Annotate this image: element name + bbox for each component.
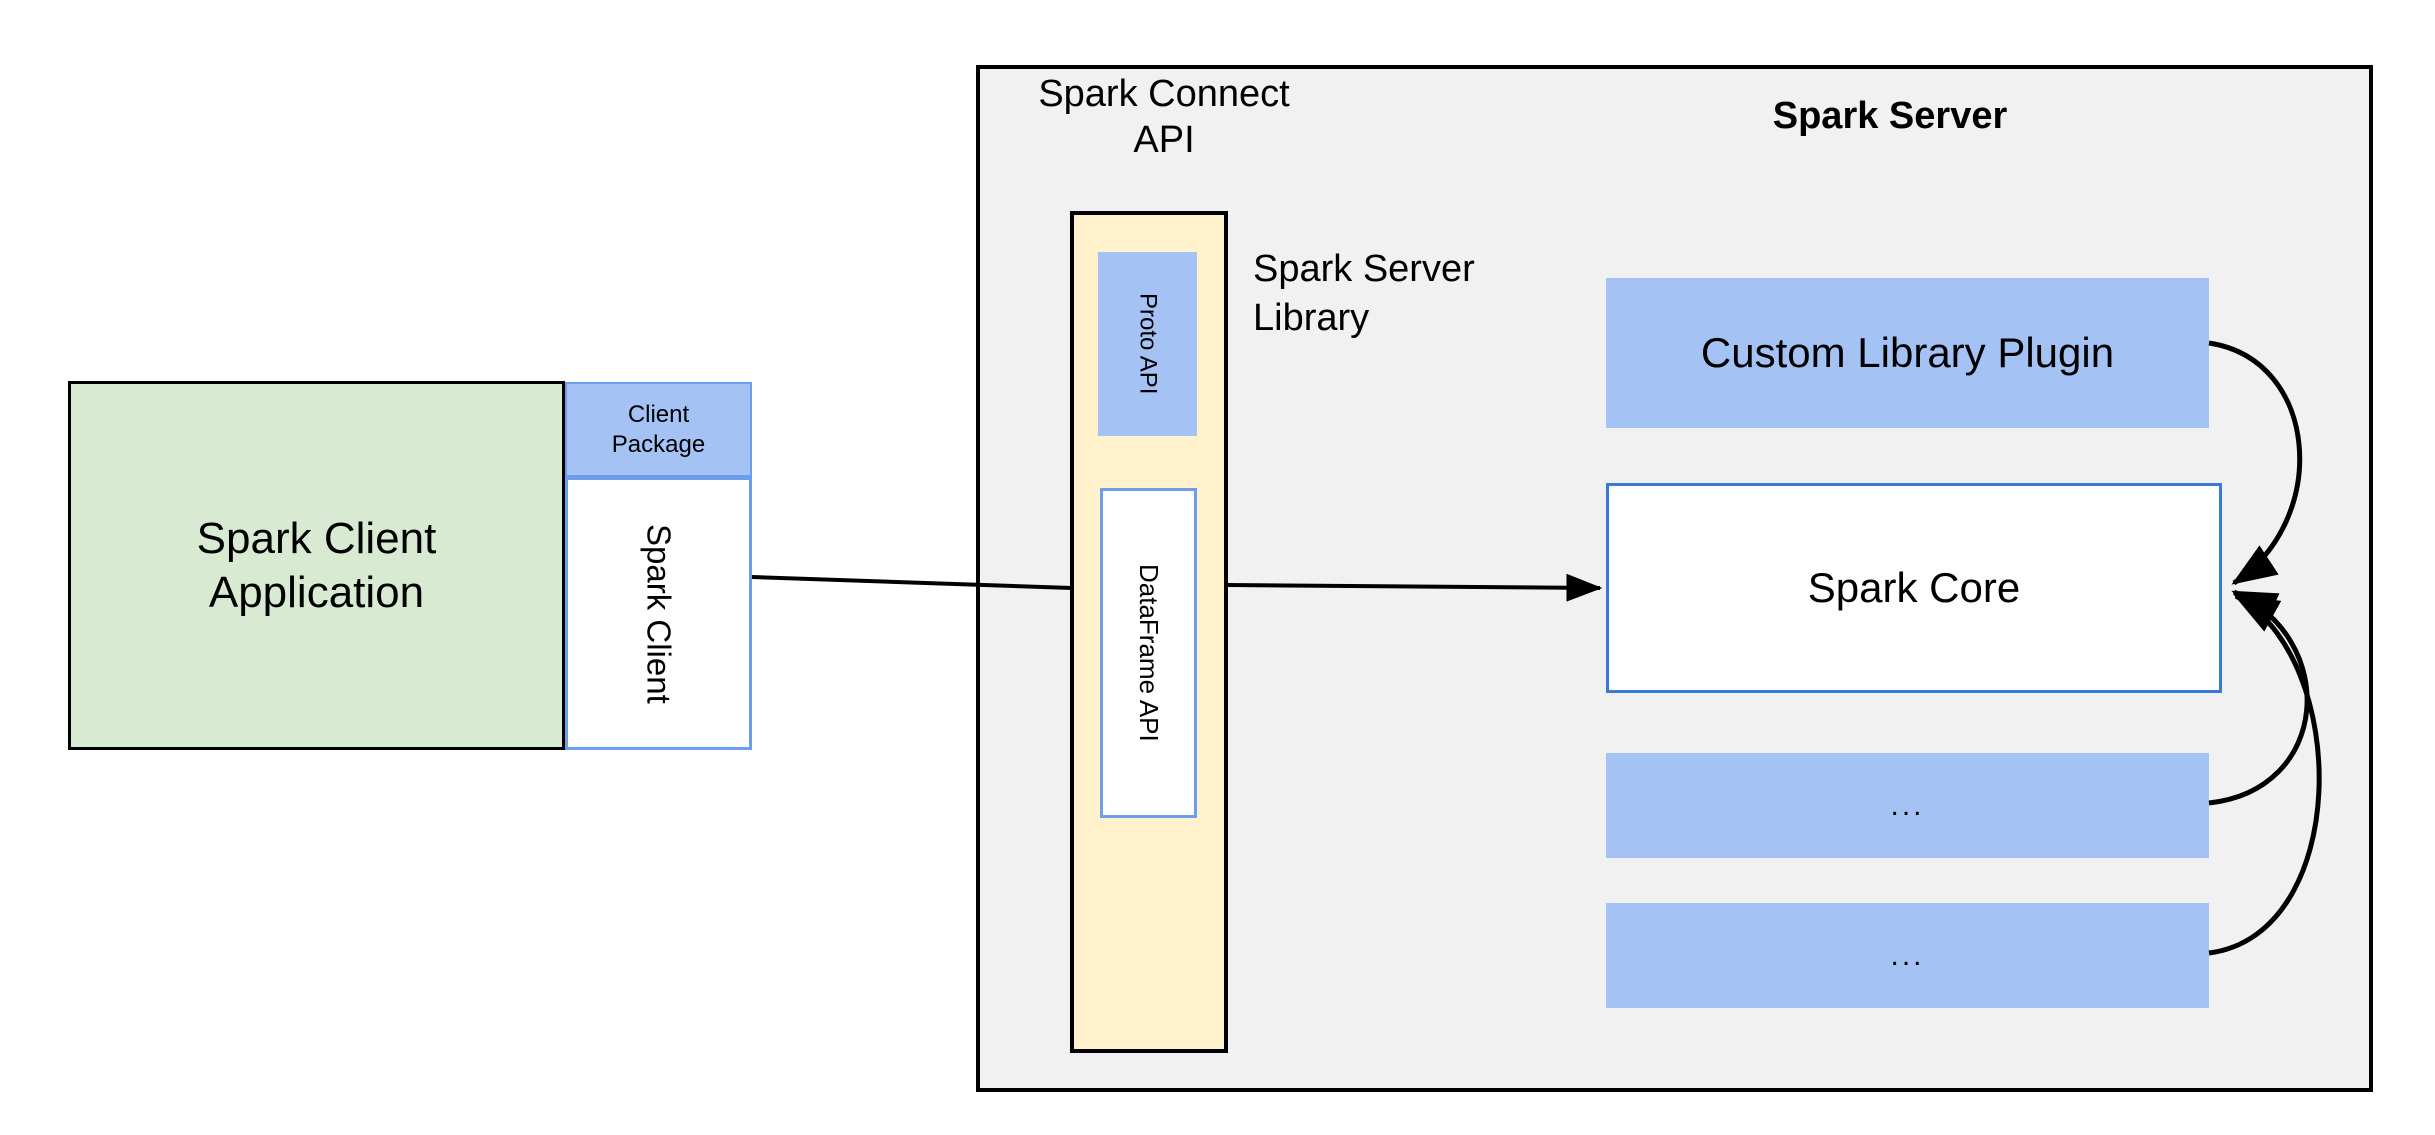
spark-server-title: Spark Server [1772, 95, 2008, 137]
dataframe-api-box[interactable]: DataFrame API [1100, 488, 1197, 818]
spark-core-box[interactable]: Spark Core [1606, 483, 2222, 693]
client-package-box[interactable]: Client Package [565, 382, 752, 477]
custom-library-plugin-box[interactable]: Custom Library Plugin [1606, 278, 2209, 428]
spark-connect-api-label: Spark Connect API [1038, 73, 1290, 161]
spark-client-application-box[interactable]: Spark Client Application [68, 381, 565, 750]
proto-api-box[interactable]: Proto API [1098, 252, 1197, 436]
spark-server-library-label: Spark Server Library [1253, 248, 1475, 340]
spark-core-label: Spark Core [1807, 564, 2021, 611]
custom-library-plugin-label: Custom Library Plugin [1700, 329, 2115, 376]
ellipsis-box-2[interactable]: ... [1606, 903, 2209, 1008]
spark-client-label: Spark Client [640, 523, 678, 704]
proto-api-label: Proto API [1134, 293, 1162, 395]
spark-client-box[interactable]: Spark Client [565, 477, 752, 750]
ellipsis-label-1: ... [1890, 788, 1925, 822]
client-package-label: Client Package [611, 400, 706, 458]
spark-client-application-label: Spark Client Application [196, 513, 437, 617]
dataframe-api-label: DataFrame API [1134, 564, 1164, 742]
ellipsis-box-1[interactable]: ... [1606, 753, 2209, 858]
ellipsis-label-2: ... [1890, 938, 1925, 972]
